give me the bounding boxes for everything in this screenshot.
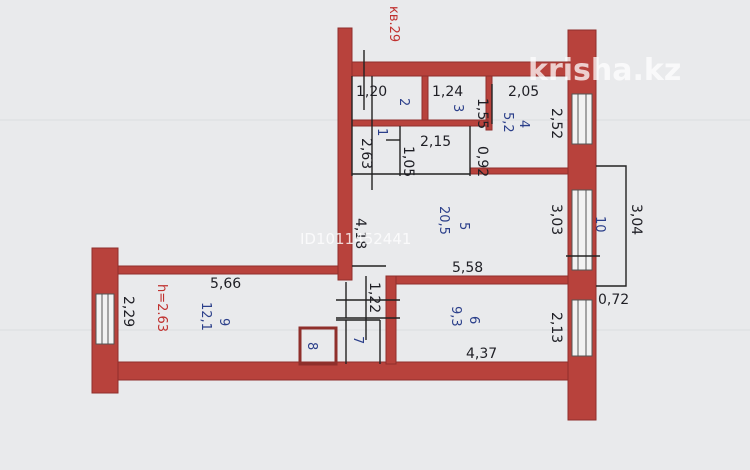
dim-2-13: 2,13 — [548, 312, 564, 343]
dim-1-05: 1,05 — [400, 146, 416, 177]
wall-partition-2-3 — [421, 75, 429, 123]
dim-5-58: 5,58 — [452, 260, 483, 276]
apartment-label: кв.29 — [386, 6, 401, 42]
room-6-area: 9,3 — [448, 306, 463, 327]
room-3-number: 3 — [450, 104, 465, 112]
wall-room6-top — [385, 275, 569, 285]
room-5-area: 20,5 — [436, 206, 451, 235]
room-6-number: 6 — [466, 316, 481, 324]
dim-1-24: 1,24 — [432, 84, 463, 100]
watermark-id: ID1011452441 — [300, 230, 411, 248]
dim-2-52: 2,52 — [548, 108, 564, 139]
wall-room9-top — [117, 265, 339, 275]
room-2-number: 2 — [396, 98, 411, 106]
room-1-number: 1 — [374, 128, 389, 136]
dimension-labels: 1,20 1,24 2,05 2,15 5,58 5,66 4,37 0,72 … — [120, 84, 644, 362]
dim-2-63: 2,63 — [358, 138, 374, 169]
room-9-number: 9 — [216, 318, 231, 326]
room-4-number: 4 — [516, 120, 531, 128]
balcony — [566, 165, 627, 287]
room-9-area: 12,1 — [198, 302, 213, 331]
watermarks: krisha.kz ID1011452441 — [300, 53, 681, 248]
dim-1-22: 1,22 — [366, 282, 382, 313]
dim-1-55: 1,55 — [474, 98, 490, 129]
dim-0-72: 0,72 — [598, 292, 629, 308]
room-5-number: 5 — [456, 222, 471, 230]
room-10-number: 10 — [592, 216, 607, 233]
dim-4-37: 4,37 — [466, 346, 497, 362]
window-room9 — [95, 293, 115, 345]
wall-bottom — [117, 361, 569, 381]
dim-2-05: 2,05 — [508, 84, 539, 100]
dim-4-18: 4,18 — [352, 218, 368, 249]
room-4-area: 5,2 — [500, 112, 515, 133]
watermark-brand: krisha.kz — [528, 53, 681, 88]
wall-room8 — [298, 326, 338, 366]
dim-5-66: 5,66 — [210, 276, 241, 292]
room-8-number: 8 — [304, 342, 319, 350]
dim-0-92: 0,92 — [474, 146, 490, 177]
ceiling-height-label: h=2.63 — [154, 284, 169, 332]
wall-room6-left — [385, 275, 397, 365]
dim-3-03: 3,03 — [548, 204, 564, 235]
dim-3-04: 3,04 — [628, 204, 644, 235]
dim-2-29: 2,29 — [120, 296, 136, 327]
red-labels: кв.29 h=2.63 — [154, 6, 401, 332]
room-labels: 1 2 3 4 5,2 5 20,5 6 9,3 7 8 9 12,1 10 — [198, 98, 607, 350]
dim-2-15: 2,15 — [420, 134, 451, 150]
plan-lines — [336, 50, 493, 364]
window-room10 — [571, 189, 593, 271]
dim-1-20: 1,20 — [356, 84, 387, 100]
room-7-number: 7 — [350, 336, 365, 344]
window-room6 — [571, 299, 593, 357]
window-room4 — [571, 93, 593, 145]
